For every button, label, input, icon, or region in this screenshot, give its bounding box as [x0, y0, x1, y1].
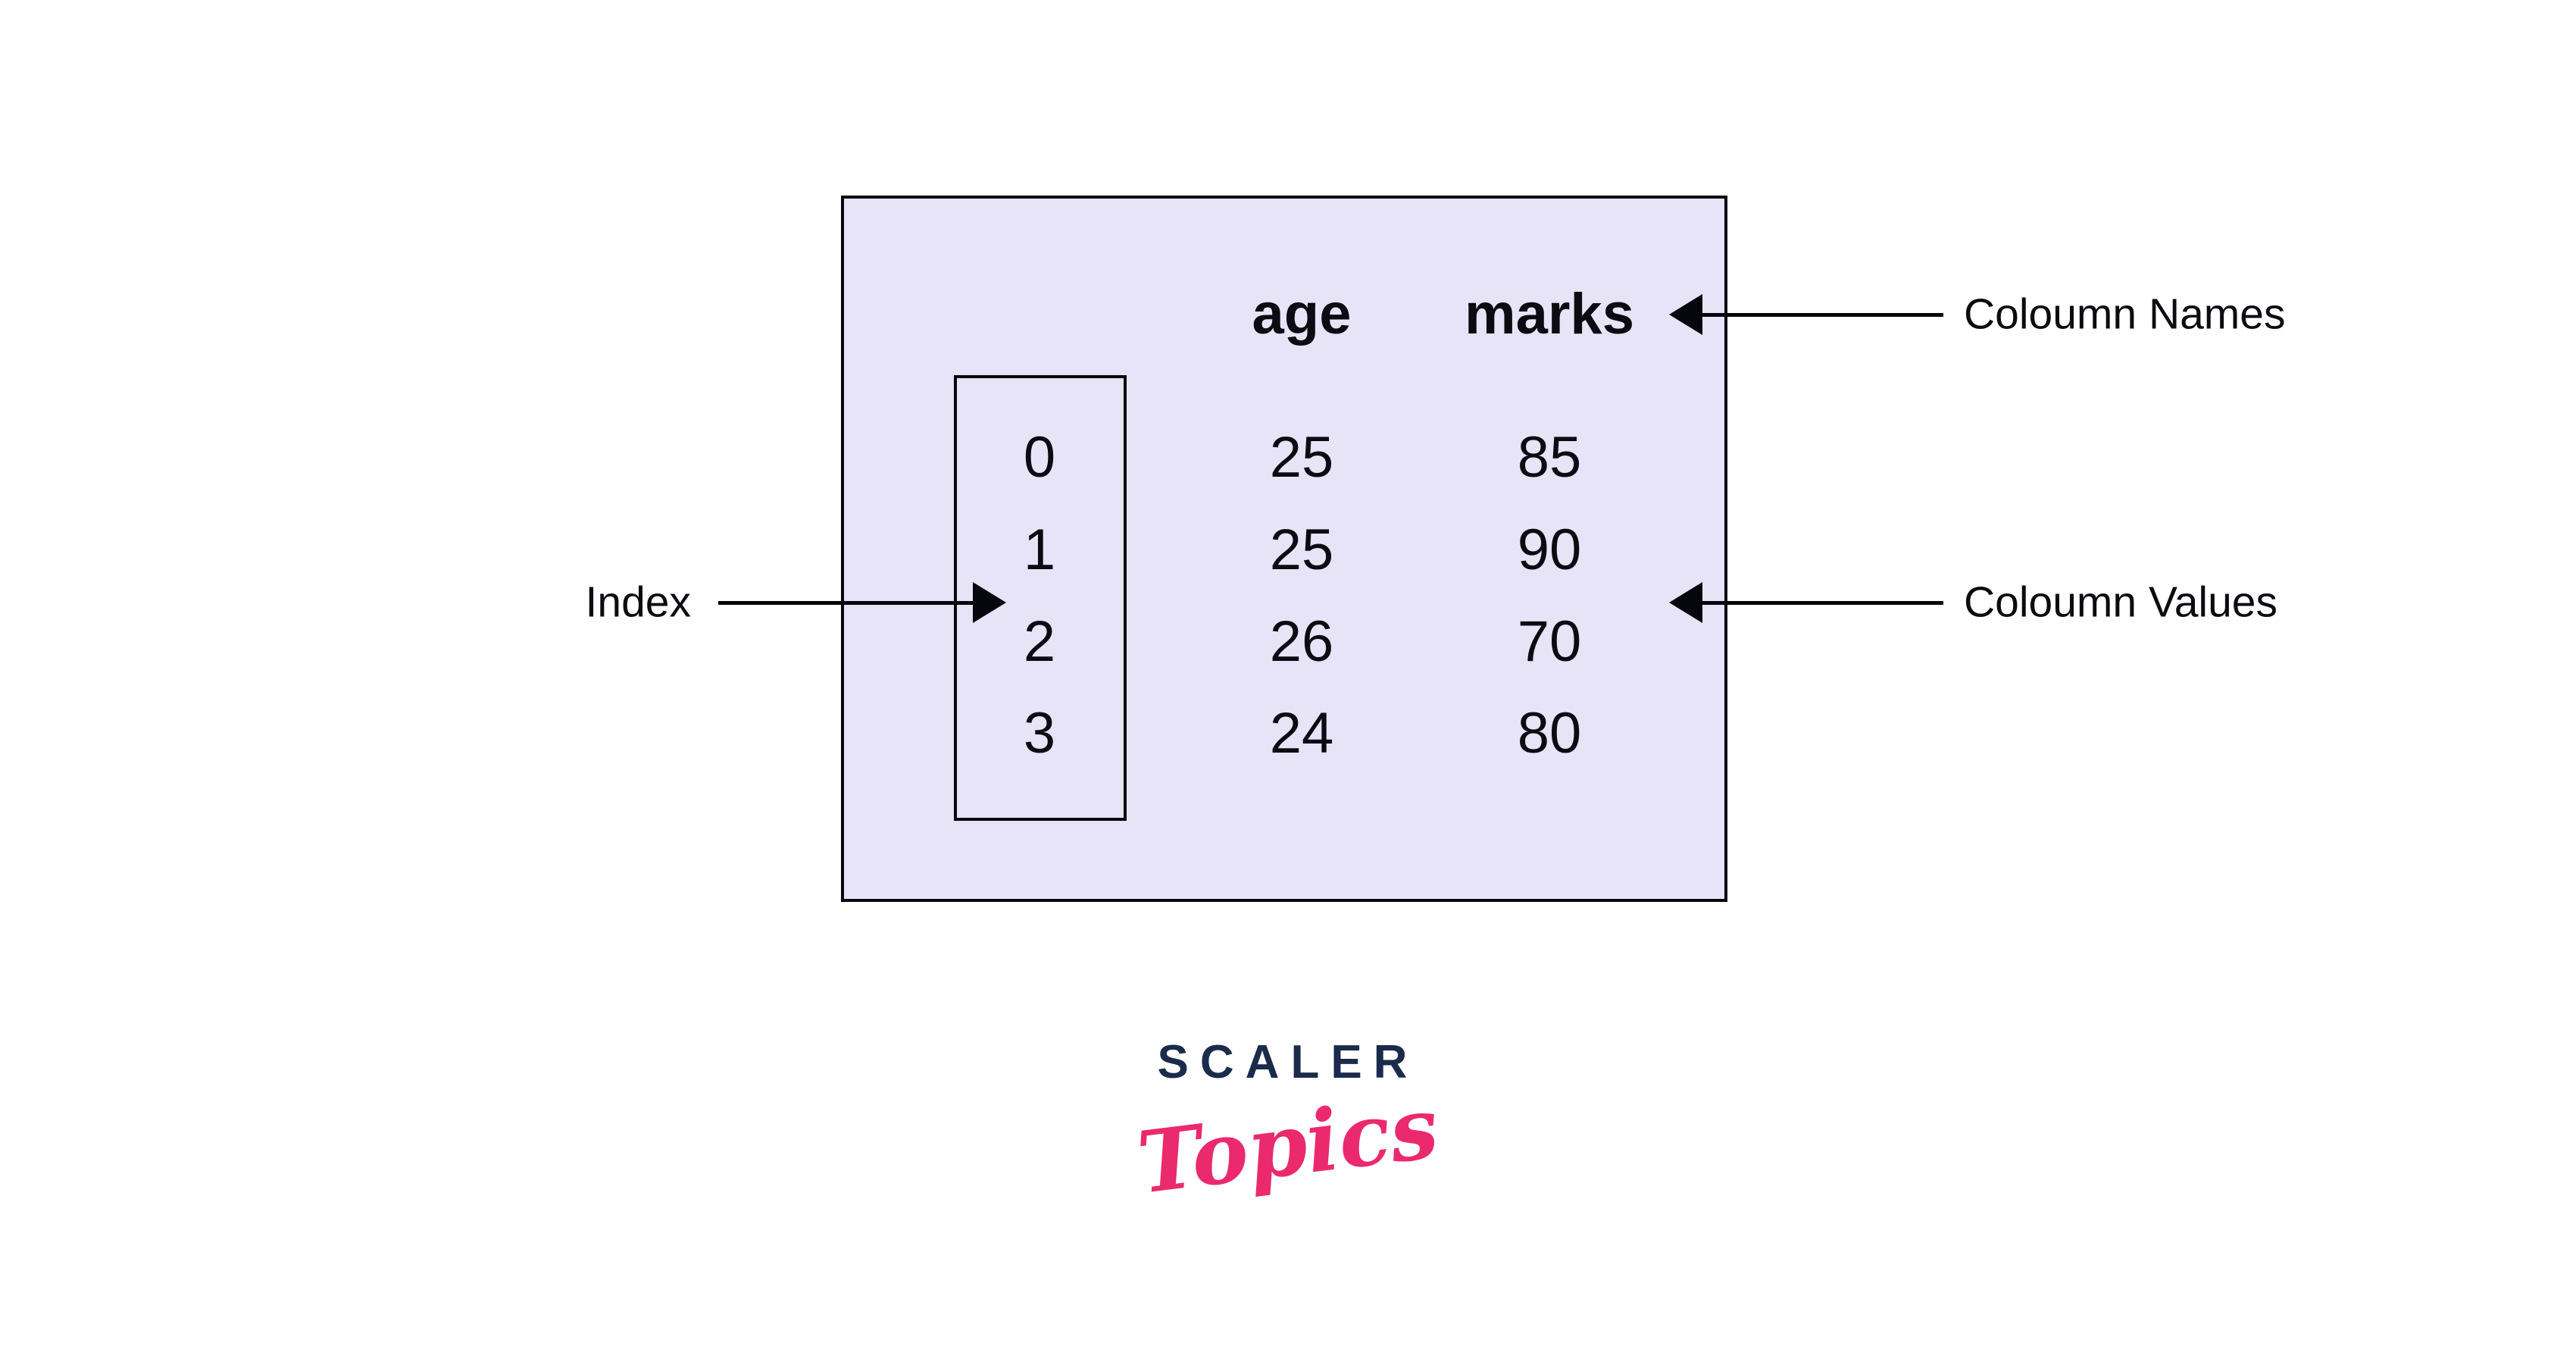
index-arrowhead-icon: [973, 582, 1006, 623]
marks-value-row-2: 70: [1517, 609, 1582, 674]
marks-value-row-1: 90: [1517, 518, 1582, 582]
dataframe-panel: [841, 196, 1727, 902]
age-value-row-0: 25: [1269, 425, 1334, 490]
index-value-3: 3: [1023, 701, 1056, 765]
column-header-marks: marks: [1465, 282, 1634, 346]
index-value-0: 0: [1023, 425, 1056, 490]
topics-logo-script: Topics: [1132, 1078, 1444, 1213]
index-label: Index: [585, 578, 691, 627]
age-value-row-3: 24: [1269, 701, 1334, 765]
index-column-box: [954, 375, 1127, 821]
column-names-arrow-line: [1701, 313, 1943, 317]
column-names-arrowhead-icon: [1669, 294, 1702, 335]
scaler-logo-text: SCALER: [1157, 1036, 1419, 1088]
age-value-row-1: 25: [1269, 518, 1334, 582]
index-arrow-line: [718, 601, 973, 605]
marks-value-row-3: 80: [1517, 701, 1582, 765]
marks-value-row-0: 85: [1517, 425, 1582, 490]
age-value-row-2: 26: [1269, 609, 1334, 674]
column-values-arrow-line: [1701, 601, 1943, 605]
column-values-label: Coloumn Values: [1964, 578, 2278, 627]
column-values-arrowhead-icon: [1669, 582, 1702, 623]
index-value-2: 2: [1023, 609, 1056, 674]
index-value-1: 1: [1023, 518, 1056, 582]
column-names-label: Coloumn Names: [1964, 290, 2286, 339]
column-header-age: age: [1252, 282, 1352, 346]
